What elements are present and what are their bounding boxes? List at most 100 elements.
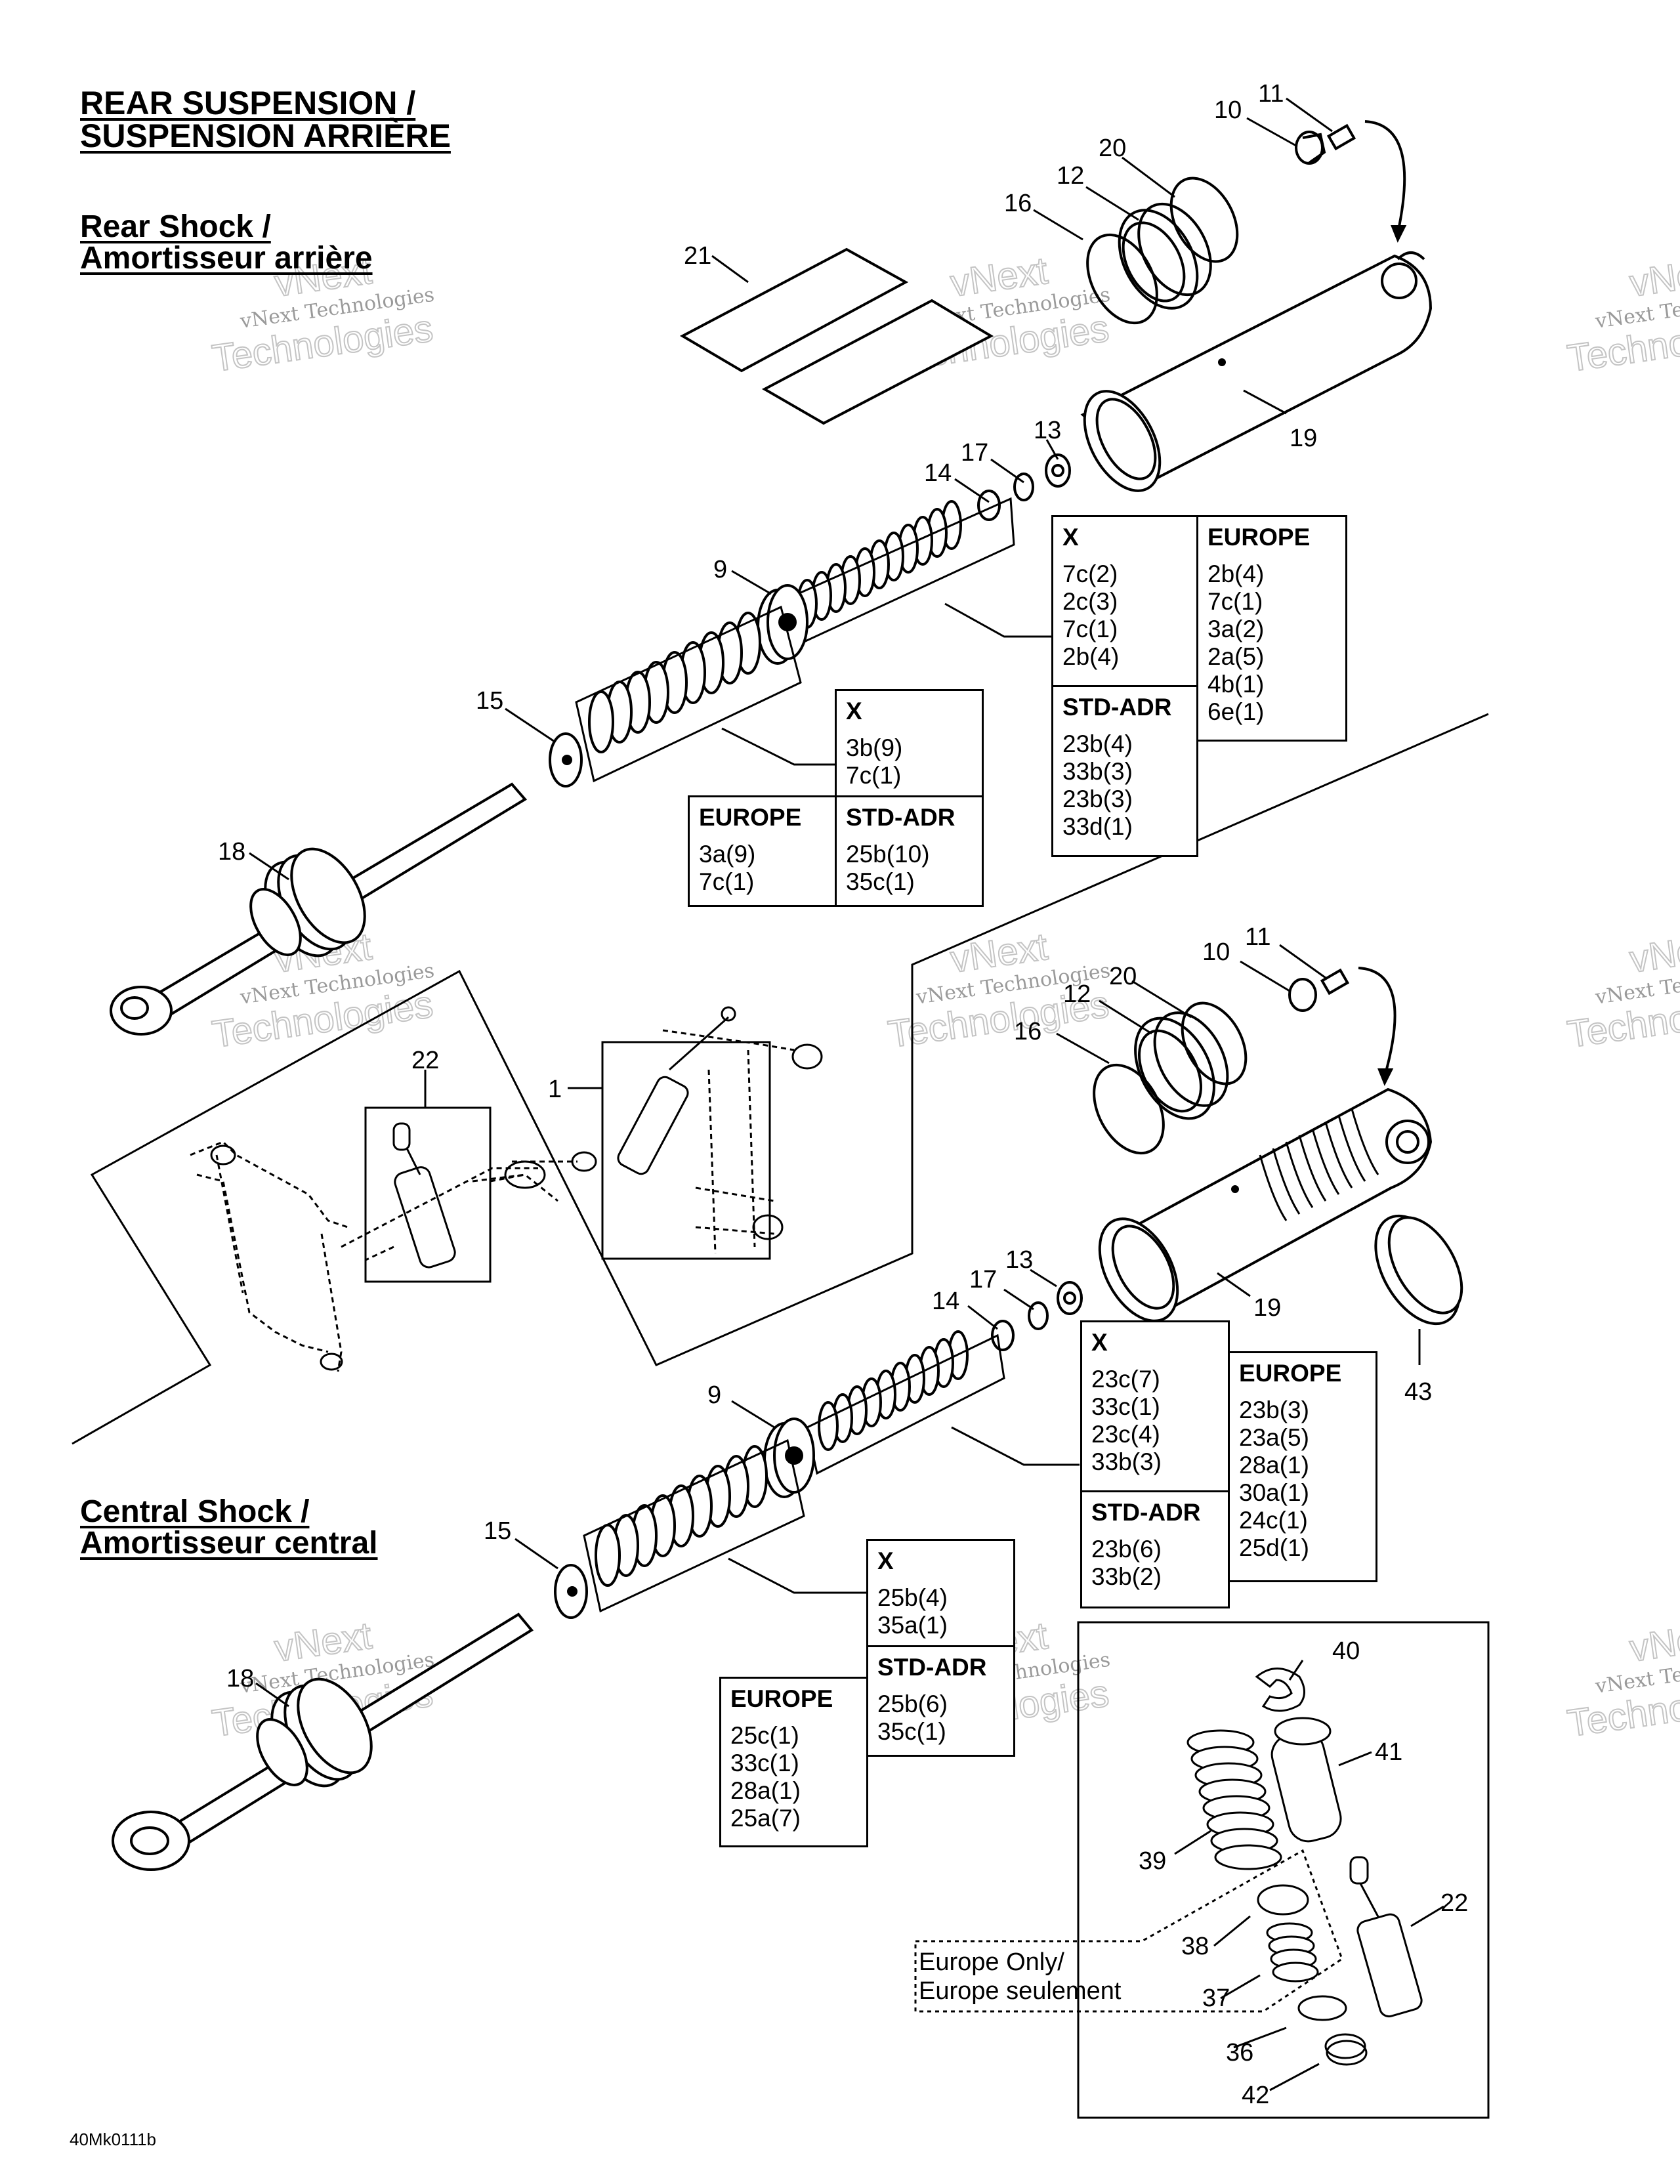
- washer-17-central: [1028, 1301, 1049, 1330]
- shock-1: [617, 1006, 736, 1175]
- table-cell-x: X 7c(2) 2c(3) 7c(1) 2b(4): [1051, 515, 1198, 687]
- cap-10-central: [1288, 978, 1317, 1012]
- ring-12-central: [1134, 1011, 1229, 1120]
- table-value: 2c(3): [1062, 588, 1118, 615]
- section-heading-rear: Rear Shock / Amortisseur arrière: [80, 211, 373, 274]
- spring-stack-large: [588, 612, 761, 753]
- piston-9-central: [763, 1418, 815, 1498]
- table-cell-std-adr: STD-ADR 25b(10) 35c(1): [835, 795, 984, 907]
- rear-leaders: [249, 97, 1333, 881]
- table-header: X: [846, 698, 862, 724]
- sleeve-41: [1270, 1717, 1342, 1843]
- callout: 38: [1181, 1933, 1209, 1960]
- valve-11-central: [1320, 968, 1350, 996]
- table-cell-europe: EUROPE 3a(9) 7c(1): [688, 795, 837, 907]
- callout: 12: [1057, 162, 1084, 190]
- callout: 19: [1253, 1294, 1281, 1322]
- callout: 12: [1063, 980, 1091, 1008]
- table-values: 2b(4) 7c(1) 3a(2) 2a(5) 4b(1) 6e(1): [1208, 560, 1264, 726]
- table-value: 23b(4): [1062, 730, 1133, 757]
- callout: 19: [1290, 425, 1317, 452]
- table-value: 33b(2): [1091, 1563, 1162, 1590]
- table-value: 2b(4): [1208, 560, 1265, 587]
- nut-13: [1045, 453, 1071, 488]
- table-values: 25c(1) 33c(1) 28a(1) 25a(7): [730, 1722, 801, 1832]
- table-cell-std-adr: STD-ADR 23b(6) 33b(2): [1080, 1490, 1230, 1608]
- table-value: 6e(1): [1208, 698, 1265, 725]
- table-value: 25b(4): [877, 1584, 948, 1611]
- callout: 21: [684, 242, 711, 270]
- callout: 17: [961, 439, 988, 467]
- piston-9: [757, 584, 808, 665]
- table-header: X: [1062, 524, 1079, 551]
- callout: 22: [1440, 1889, 1468, 1917]
- europe-note-line-1: Europe Only/: [919, 1948, 1064, 1976]
- callout: 41: [1375, 1738, 1402, 1766]
- callout: 37: [1202, 1984, 1230, 2012]
- table-value: 24c(1): [1239, 1507, 1308, 1534]
- table-header: EUROPE: [730, 1685, 833, 1712]
- callout: 18: [226, 1665, 254, 1692]
- table-value: 2a(5): [1208, 643, 1265, 670]
- callout: 20: [1109, 963, 1137, 990]
- table-value: 7c(1): [699, 868, 755, 895]
- callout: 16: [1004, 190, 1032, 217]
- watermark-vnext: vNext: [1627, 249, 1680, 305]
- table-cell-x: X 25b(4) 35a(1): [866, 1539, 1015, 1647]
- table-value: 3b(9): [846, 734, 903, 761]
- rear-shock-assembly: [110, 120, 1433, 1036]
- rear-heading-line-2: Amortisseur arrière: [80, 241, 373, 276]
- table-value: 33b(3): [1091, 1448, 1162, 1475]
- washer-17: [1013, 472, 1034, 501]
- table-header: X: [877, 1547, 894, 1574]
- table-value: 33b(3): [1062, 758, 1133, 785]
- table-values: 7c(2) 2c(3) 7c(1) 2b(4): [1062, 560, 1119, 671]
- shaft-18-central: [112, 1612, 534, 1871]
- shock-body-19-central: [1098, 1087, 1433, 1322]
- table-value: 35c(1): [877, 1718, 946, 1745]
- ring-43: [1374, 1214, 1463, 1326]
- callout: 43: [1404, 1378, 1432, 1406]
- oring-16: [1086, 233, 1158, 325]
- table-value: 25c(1): [730, 1722, 799, 1749]
- table-value: 35c(1): [846, 868, 915, 895]
- table-header: EUROPE: [1208, 524, 1311, 551]
- central-leaders: [255, 944, 1421, 1708]
- callout: 42: [1242, 2082, 1269, 2109]
- callout: 36: [1226, 2039, 1253, 2067]
- table-header: EUROPE: [1239, 1360, 1342, 1387]
- table-values: 3b(9) 7c(1): [846, 734, 902, 789]
- callout: 15: [484, 1517, 511, 1545]
- europe-note-line-2: Europe seulement: [919, 1977, 1122, 2005]
- callout: 1: [548, 1076, 562, 1103]
- callout: 15: [476, 687, 503, 715]
- table-value: 35a(1): [877, 1612, 948, 1639]
- table-value: 2b(4): [1062, 643, 1120, 670]
- callout: 11: [1245, 923, 1270, 951]
- small-shock-22: [392, 1122, 456, 1269]
- callout: 22: [411, 1047, 439, 1074]
- table-values: 23c(7) 33c(1) 23c(4) 33b(3): [1091, 1366, 1162, 1476]
- europe-only-note: Europe Only/ Europe seulement: [919, 1948, 1121, 2006]
- ring-36: [1297, 1995, 1347, 2021]
- nut-13-central: [1057, 1281, 1083, 1315]
- table-cell-x: X 23c(7) 33c(1) 23c(4) 33b(3): [1080, 1320, 1230, 1492]
- callout: 14: [932, 1288, 959, 1315]
- callout: 20: [1099, 135, 1126, 162]
- spring-37: [1266, 1922, 1319, 1983]
- table-value: 30a(1): [1239, 1479, 1309, 1506]
- table-value: 33c(1): [1091, 1393, 1160, 1420]
- table-values: 25b(4) 35a(1): [877, 1584, 948, 1639]
- table-value: 33c(1): [730, 1750, 799, 1776]
- page-title: REAR SUSPENSION / SUSPENSION ARRIÈRE: [80, 87, 451, 152]
- callout: 11: [1258, 80, 1284, 108]
- callouts-kit: 40 41 39 22 38 37 36 42: [1139, 1637, 1468, 2109]
- callout: 40: [1332, 1637, 1360, 1665]
- table-value: 23c(4): [1091, 1421, 1160, 1448]
- table-values: 23b(6) 33b(2): [1091, 1536, 1162, 1591]
- shock-body-19: [1080, 251, 1433, 492]
- callout: 13: [1034, 417, 1061, 444]
- oring-20: [1169, 177, 1239, 263]
- rear-heading-line-1: Rear Shock /: [80, 209, 271, 244]
- table-values: 23b(3) 23a(5) 28a(1) 30a(1) 24c(1) 25d(1…: [1239, 1396, 1309, 1562]
